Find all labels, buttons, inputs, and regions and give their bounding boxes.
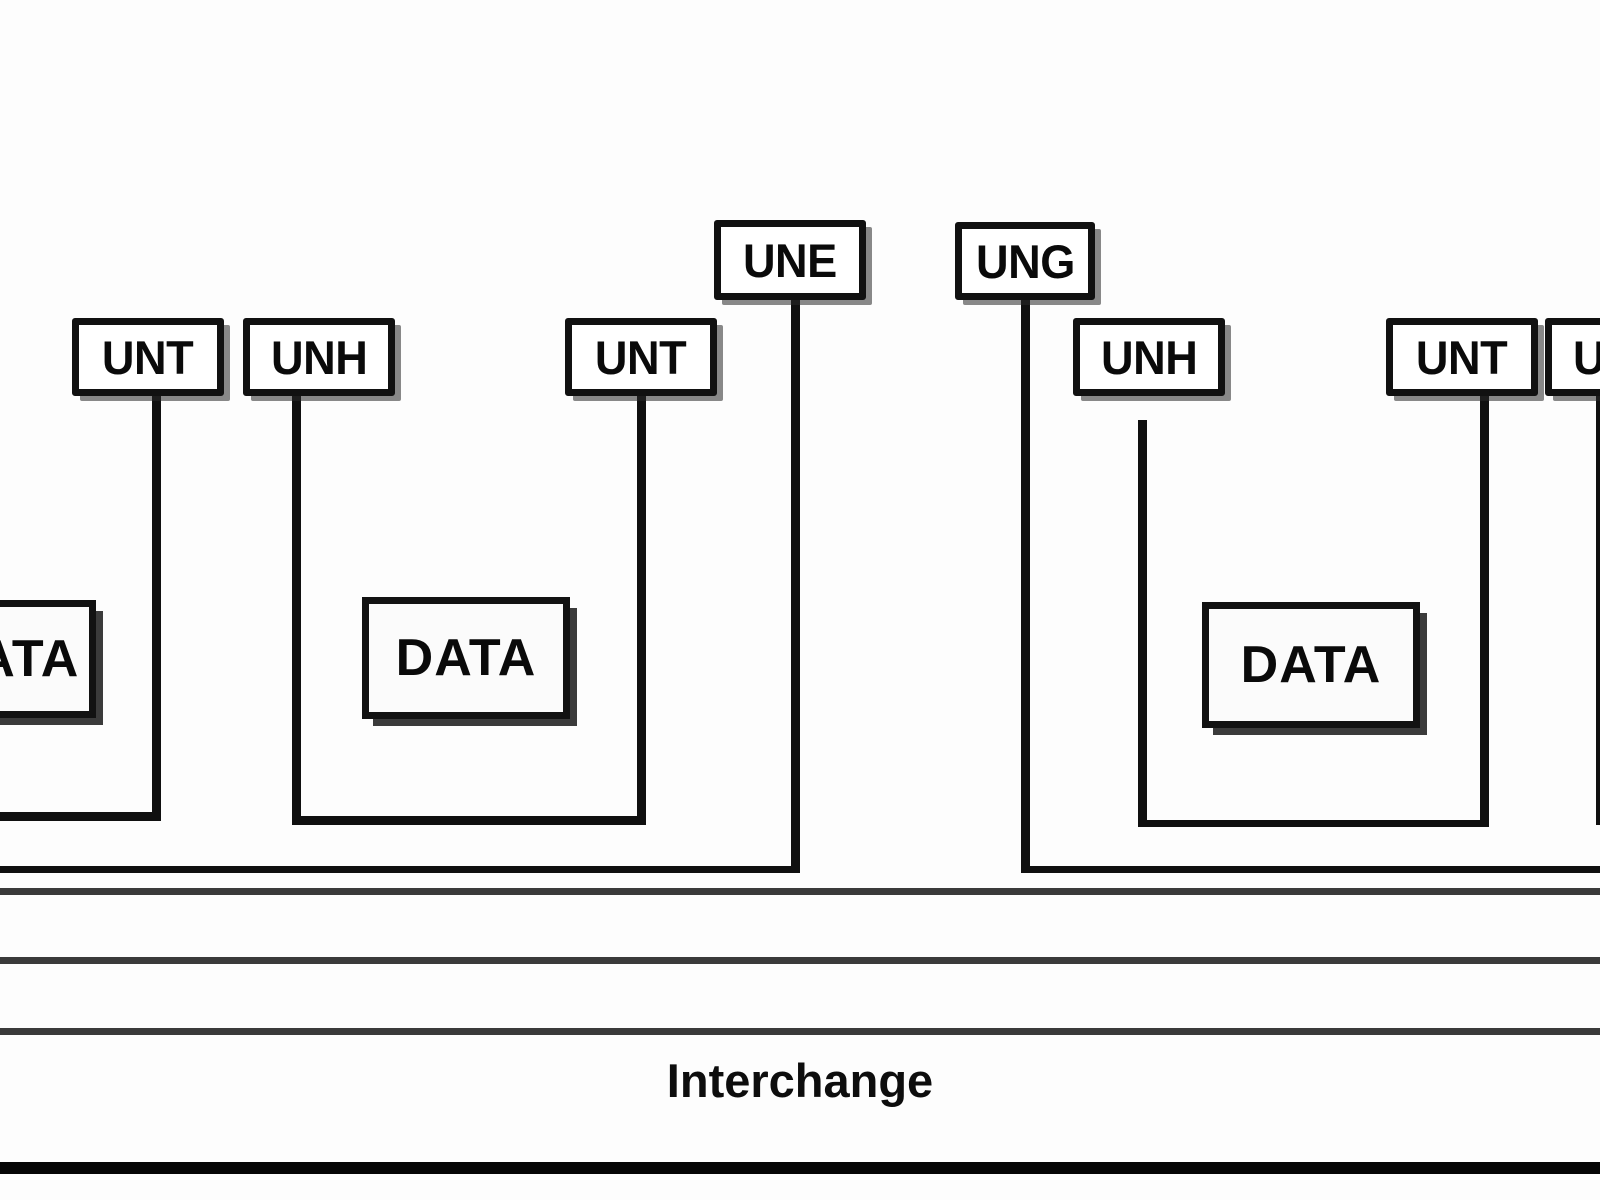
- segment-label: UNT: [1416, 330, 1508, 384]
- segment-box-unt-7: UNT: [1386, 318, 1538, 396]
- connector-unt2-stem: [637, 396, 646, 824]
- segment-box-ung-5: UNG: [955, 222, 1095, 300]
- data-box-label: DATA: [395, 629, 537, 687]
- segment-box-une-4: UNE: [714, 220, 866, 300]
- segment-label: UNH: [1100, 330, 1198, 384]
- connector-une-stem: [791, 300, 800, 872]
- connector-bracket-0-bottom: [0, 812, 161, 821]
- connector-unt1-stem: [152, 396, 161, 820]
- segment-label: UNH: [270, 330, 368, 384]
- interchange-caption: Interchange: [666, 1054, 934, 1107]
- connector-bracket-2-bottom: [1138, 820, 1489, 827]
- connector-unt3-stem: [1480, 396, 1489, 825]
- connector-unh3-stem: [1596, 396, 1600, 825]
- segment-label: UNT: [595, 330, 687, 384]
- data-box-3: DATA: [1202, 602, 1420, 728]
- data-box-2: DATA: [362, 597, 570, 719]
- rule-rule-1: [0, 888, 1600, 895]
- connector-une-base: [0, 866, 800, 873]
- rule-rule-3: [0, 1028, 1600, 1035]
- data-box-label: DATA: [0, 630, 80, 688]
- connector-unh2-stem: [1138, 420, 1147, 825]
- rule-rule-4: [0, 1162, 1600, 1174]
- segment-box-unt-1: UNT: [72, 318, 224, 396]
- segment-label: UNG: [975, 234, 1075, 288]
- segment-label: UNT: [102, 330, 194, 384]
- connector-ung-base: [1021, 866, 1600, 873]
- connector-bracket-1-bottom: [292, 816, 646, 825]
- segment-box-unh-6: UNH: [1073, 318, 1225, 396]
- connector-unh1-stem: [292, 396, 301, 824]
- segment-label: UNE: [743, 233, 837, 287]
- segment-box-unt-3: UNT: [565, 318, 717, 396]
- segment-box-unh-2: UNH: [243, 318, 395, 396]
- segment-box-unh-8: UNH: [1545, 318, 1600, 396]
- data-box-1: DATA: [0, 600, 96, 718]
- connector-ung-stem: [1021, 300, 1030, 872]
- rule-rule-2: [0, 957, 1600, 964]
- segment-label: UNH: [1573, 334, 1600, 381]
- data-box-label: DATA: [1240, 636, 1382, 694]
